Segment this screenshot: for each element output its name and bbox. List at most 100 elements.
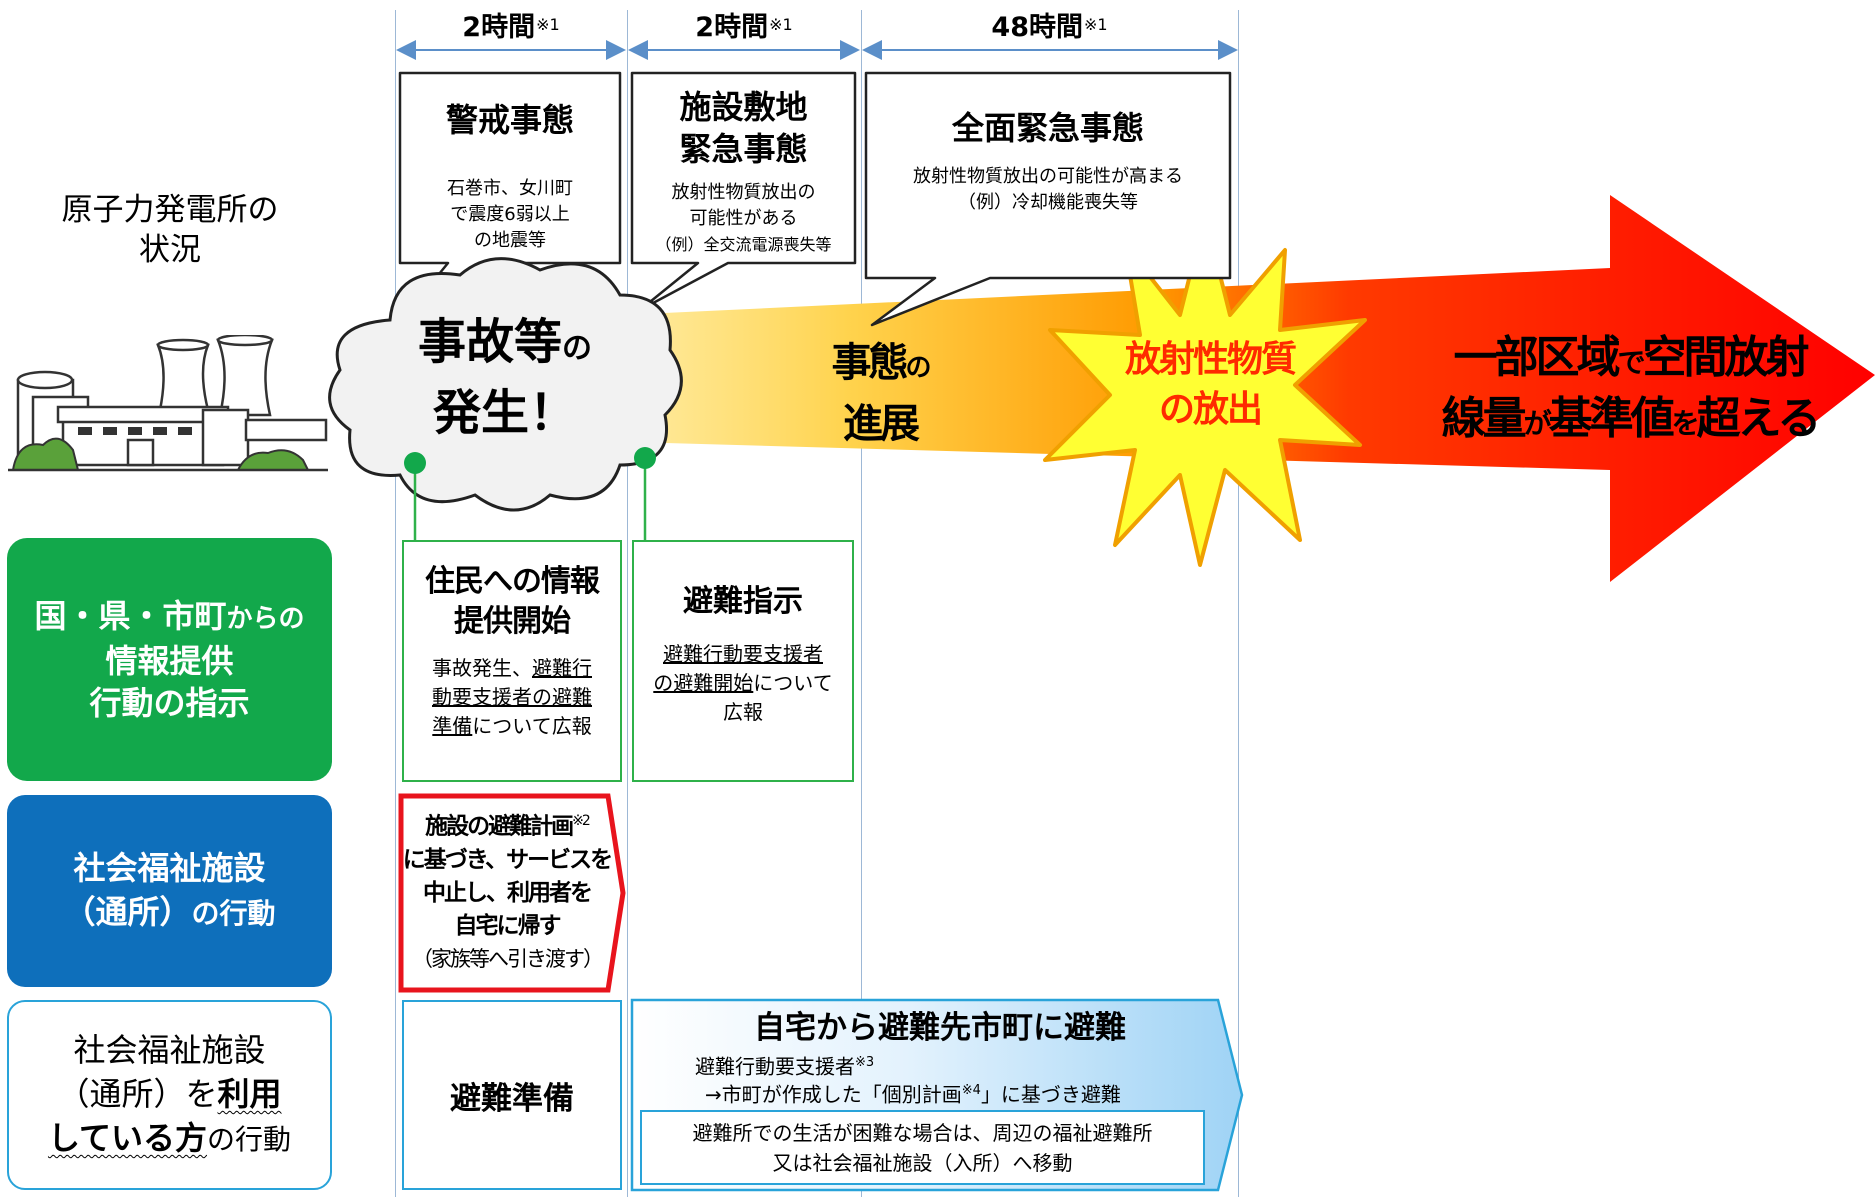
result-line2a: 線量 [1441,393,1527,444]
users-evac-l1: 避難行動要支援者※3 [695,1050,874,1080]
row-label-plant-status: 原子力発電所の 状況 [20,185,320,275]
users-evac-inner-l2: 又は社会福祉施設（入所）へ移動 [772,1151,1073,1175]
duration-1-note: ※1 [536,14,560,34]
cloud-line1: 事故等の [370,310,640,381]
power-plant-icon [8,335,328,472]
duration-2: 2時間※1 [627,4,861,44]
row-label-facility-line2a: （通所） [63,893,192,931]
gov-evac-l2a: の避難開始 [653,671,754,695]
facility-action-l1: 施設の避難計画※2 [402,805,612,844]
row-label-facility-line2b: の行動 [191,897,276,930]
connectors [404,447,656,540]
callout-alert-line1: 石巻市、女川町 [447,178,573,199]
callout-alert-title: 警戒事態 [445,101,574,139]
gov-evac-l2b: について [753,671,833,695]
gov-info-l1a: 事故発生、 [432,656,532,680]
facility-action-shape [398,793,626,993]
result-line2c: 基準値 [1548,393,1675,444]
gov-info-l1b: 避難行 [532,656,592,680]
gov-info-l2: 動要支援者の避難 [432,685,592,709]
row-label-facility: 社会福祉施設 （通所）の行動 [7,795,332,987]
gov-info-box: 住民への情報 提供開始 事故発生、避難行 動要支援者の避難 準備について広報 [402,540,622,782]
callout-site-line3: （例）全交流電源喪失等 [655,235,832,254]
duration-3: 48時間※1 [861,4,1238,44]
row-label-users-line2b: 利用 [217,1075,282,1113]
timeline-divider-4 [1238,10,1239,1197]
users-evac-l1-text: 避難行動要支援者 [695,1054,855,1079]
row-label-users-line3: している方の行動 [48,1116,291,1162]
timeline-divider-1 [395,10,396,1197]
gov-info-l1: 事故発生、避難行 [404,654,620,683]
gov-info-title: 住民への情報 提供開始 [404,562,620,642]
row-label-users-line2: （通所）を利用 [57,1072,281,1116]
callout-site-emergency: 施設敷地 緊急事態 放射性物質放出の 可能性がある （例）全交流電源喪失等 [632,86,855,258]
gov-info-l3a: 準備 [432,714,473,738]
users-prep-box: 避難準備 [402,1000,622,1190]
callout-general-text: 放射性物質放出の可能性が高まる （例）冷却機能喪失等 [866,164,1230,216]
gov-evac-l1: 避難行動要支援者 [663,642,823,666]
duration-arrows [396,40,1238,60]
users-evac-l2-note: ※4 [961,1083,981,1098]
facility-action-l5: （家族等へ引き渡す） [412,946,604,971]
facility-action-l2: に基づき、サービスを [402,846,613,873]
duration-2-note: ※1 [769,14,793,34]
row-label-facility-line2: （通所）の行動 [63,890,275,936]
users-evac-inner-box: 避難所での生活が困難な場合は、周辺の福祉避難所 又は社会福祉施設（入所）へ移動 [640,1110,1205,1185]
row-label-government-line2: 情報提供 [105,642,234,680]
users-evac-inner-l1: 避難所での生活が困難な場合は、周辺の福祉避難所 [692,1121,1153,1145]
row-label-government-line3: 行動の指示 [89,684,250,722]
result-line1: 一部区域で空間放射 [1420,330,1840,391]
result-line1a: 一部区域 [1453,332,1620,383]
users-evac-title: 自宅から避難先市町に避難 [754,1010,1126,1046]
facility-action-l4: 自宅に帰す [454,912,562,939]
row-label-users-line3a: している方 [47,1119,208,1157]
facility-action-l1-text: 施設の避難計画 [425,813,574,840]
users-prep-label: 避難準備 [450,1080,574,1117]
timeline-divider-2 [627,10,628,1197]
gov-evac-text: 避難行動要支援者 の避難開始について 広報 [634,640,852,727]
callout-alert: 警戒事態 石巻市、女川町 で震度6弱以上 の地震等 [400,100,620,254]
gov-info-text: 事故発生、避難行 動要支援者の避難 準備について広報 [404,654,620,741]
facility-action-note: ※2 [572,813,591,829]
users-evac-l2: →市町が作成した「個別計画※4」に基づき避難 [705,1078,1121,1108]
callout-site-title1: 施設敷地 [679,88,808,126]
progress-line2: 進展 [843,401,920,447]
facility-action-text: 施設の避難計画※2 に基づき、サービスを 中止し、利用者を 自宅に帰す （家族等… [402,805,613,976]
duration-3-label: 48時間 [991,11,1083,43]
duration-2-label: 2時間 [695,11,769,43]
progress-line1a: 事態 [831,340,908,386]
callout-site-title: 施設敷地 緊急事態 [632,86,855,170]
row-label-users: 社会福祉施設 （通所）を利用 している方の行動 [7,1000,332,1190]
cloud-text: 事故等の 発生！ [370,310,640,445]
callout-site-text: 放射性物質放出の 可能性がある （例）全交流電源喪失等 [632,180,855,258]
callout-general-line1: 放射性物質放出の可能性が高まる [913,166,1183,187]
result-line1b: で [1617,346,1645,379]
row-label-facility-line1: 社会福祉施設 [73,849,266,887]
callout-site-title2: 緊急事態 [679,130,808,168]
callout-shapes [398,71,1232,327]
burst-text: 放射性物質 の放出 [1100,335,1320,435]
progress-line1b: の [905,353,931,383]
burst-line2: の放出 [1158,389,1263,430]
users-evac-l2a: →市町が作成した「個別計画 [705,1082,962,1107]
row-label-users-line1: 社会福祉施設 [73,1031,266,1069]
gov-info-title2: 提供開始 [454,604,571,639]
gov-info-l3b: について広報 [472,714,592,738]
row-label-plant-status-line2: 状況 [139,232,201,268]
gov-info-title1: 住民への情報 [425,564,600,599]
row-label-government: 国・県・市町からの 情報提供 行動の指示 [7,538,332,781]
accident-cloud [328,257,683,512]
burst-shape [1043,213,1367,567]
row-label-government-line1b: からの [226,604,305,634]
cloud-line2: 発生！ [432,385,577,441]
duration-1: 2時間※1 [395,4,627,44]
gov-evac-l2: の避難開始について [634,669,852,698]
callout-site-line2: 可能性がある [689,208,798,229]
callout-alert-text: 石巻市、女川町 で震度6弱以上 の地震等 [400,176,620,254]
row-label-government-line1a: 国・県・市町 [34,597,227,635]
callout-site-line1: 放射性物質放出の [671,182,816,203]
progress-text: 事態の 進展 [790,335,970,452]
duration-1-label: 2時間 [462,11,536,43]
row-label-users-line2a: （通所）を [57,1075,218,1113]
result-line2e: 超える [1696,393,1822,444]
